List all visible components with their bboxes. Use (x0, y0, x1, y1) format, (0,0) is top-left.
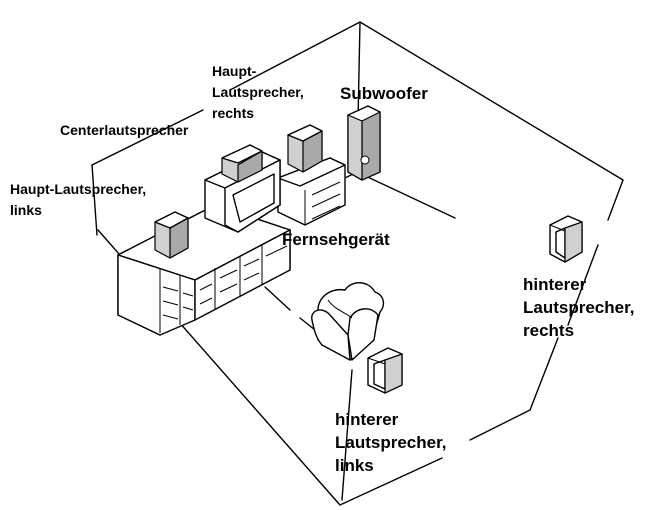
label-line: Lautsprecher, (335, 433, 447, 452)
label-rear-right: hinterer Lautsprecher, rechts (523, 275, 639, 340)
label-line: Centerlautsprecher (60, 122, 189, 138)
label-line: Haupt- (212, 63, 257, 79)
center-speaker (221, 144, 263, 183)
label-line: Lautsprecher, (523, 298, 635, 317)
label-line: hinterer (523, 275, 587, 294)
label-rear-left: hinterer Lautsprecher, links (335, 410, 451, 475)
rear-left-speaker (367, 347, 403, 394)
tv-stand (277, 157, 346, 226)
label-main-left: Haupt-Lautsprecher, links (10, 181, 150, 218)
label-line: links (335, 456, 374, 475)
label-subwoofer: Subwoofer (340, 84, 428, 103)
label-line: Subwoofer (340, 84, 428, 103)
label-center: Centerlautsprecher (60, 122, 189, 138)
main-right-speaker (287, 124, 323, 173)
label-line: rechts (212, 105, 254, 121)
sideboard (117, 204, 291, 336)
subwoofer (347, 105, 381, 181)
rear-right-speaker (549, 215, 583, 263)
label-line: Haupt-Lautsprecher, (10, 181, 146, 197)
main-left-speaker (154, 211, 189, 259)
label-television: Fernsehgerät (282, 230, 390, 249)
label-main-right: Haupt- Lautsprecher, rechts (212, 63, 308, 121)
label-line: links (10, 202, 42, 218)
label-line: hinterer (335, 410, 399, 429)
armchair (311, 282, 385, 361)
label-line: Fernsehgerät (282, 230, 390, 249)
label-line: rechts (523, 321, 574, 340)
label-line: Lautsprecher, (212, 84, 304, 100)
